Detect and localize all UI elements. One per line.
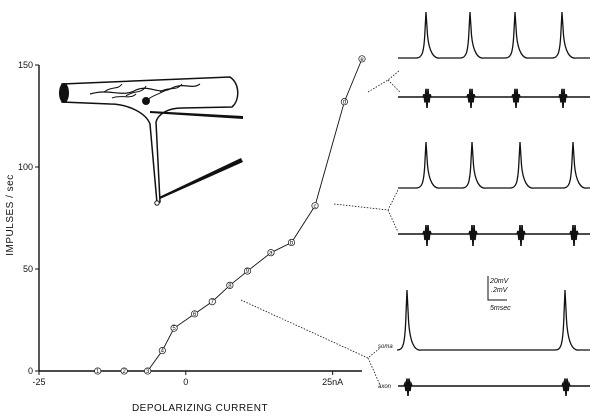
soma-trace xyxy=(396,289,590,351)
data-point-label: b xyxy=(290,240,294,246)
trace-label-soma: soma xyxy=(378,344,393,350)
series-line-group xyxy=(97,58,363,372)
x-tick-label: 25nA xyxy=(322,377,343,387)
data-point-label: 1 xyxy=(96,369,100,375)
soma-trace xyxy=(398,141,590,189)
data-point-label: 7 xyxy=(211,300,215,306)
y-axis-title: IMPULSES / sec xyxy=(5,174,16,255)
data-point-label: 5 xyxy=(172,326,176,332)
connector-c-lower xyxy=(387,209,399,233)
x-axis-ticks: -25 0 25nA xyxy=(32,371,343,387)
trace-connectors xyxy=(240,69,401,386)
data-point-label: 3 xyxy=(146,369,150,375)
data-point-label: 9 xyxy=(246,269,250,275)
connector-7-lower xyxy=(367,357,381,386)
scale-voltage-top: 20mV xyxy=(489,278,510,285)
axon-trace xyxy=(398,224,590,247)
trace-label-axon: axon xyxy=(378,384,392,390)
scale-bar: 20mV .2mV 5msec xyxy=(487,276,511,312)
series-points-group: 1 2 3 4 5 6 7 8 9 a b c d e xyxy=(94,55,366,375)
data-point-label: e xyxy=(360,57,364,63)
soma-trace xyxy=(398,11,590,59)
x-axis-title: DEPOLARIZING CURRENT xyxy=(132,403,268,414)
data-point: e xyxy=(358,55,366,63)
series-line xyxy=(97,58,363,372)
data-point-label: 6 xyxy=(193,312,197,318)
neuron-drawing-icon xyxy=(59,76,243,206)
data-point: b xyxy=(287,238,296,246)
data-point-label: a xyxy=(269,251,273,257)
x-tick-label: -25 xyxy=(32,377,45,387)
data-point-label: 8 xyxy=(228,283,232,289)
data-point: 6 xyxy=(191,310,199,318)
scale-time: 5msec xyxy=(490,305,511,312)
y-axis-ticks: 0 50 100 150 xyxy=(18,60,39,376)
axon-trace xyxy=(398,378,590,397)
connector-e xyxy=(367,69,401,93)
data-point: d xyxy=(340,98,348,106)
data-point: a xyxy=(267,249,275,257)
data-point: c xyxy=(311,202,319,210)
data-point-label: d xyxy=(343,100,346,106)
data-point-label: 2 xyxy=(122,369,126,375)
data-point: 5 xyxy=(170,324,178,332)
connector-c xyxy=(333,189,399,211)
y-tick-label: 100 xyxy=(18,162,33,172)
data-point-label: c xyxy=(314,204,317,210)
data-point: 7 xyxy=(208,298,216,306)
y-tick-label: 150 xyxy=(18,60,33,70)
axon-trace xyxy=(398,88,590,109)
data-point: 3 xyxy=(144,367,152,375)
data-point: 4 xyxy=(158,347,166,355)
data-point: 1 xyxy=(94,367,102,375)
scale-voltage-bottom: .2mV xyxy=(491,287,509,294)
data-point: 2 xyxy=(120,367,128,375)
data-point-label: 4 xyxy=(161,349,165,355)
data-point: 8 xyxy=(226,281,234,289)
y-tick-label: 0 xyxy=(28,366,33,376)
data-point: 9 xyxy=(243,267,252,275)
x-tick-label: 0 xyxy=(183,377,188,387)
connector-7 xyxy=(240,299,381,359)
recording-traces xyxy=(396,11,590,397)
y-tick-label: 50 xyxy=(23,264,33,274)
connector-e-lower xyxy=(387,79,401,93)
